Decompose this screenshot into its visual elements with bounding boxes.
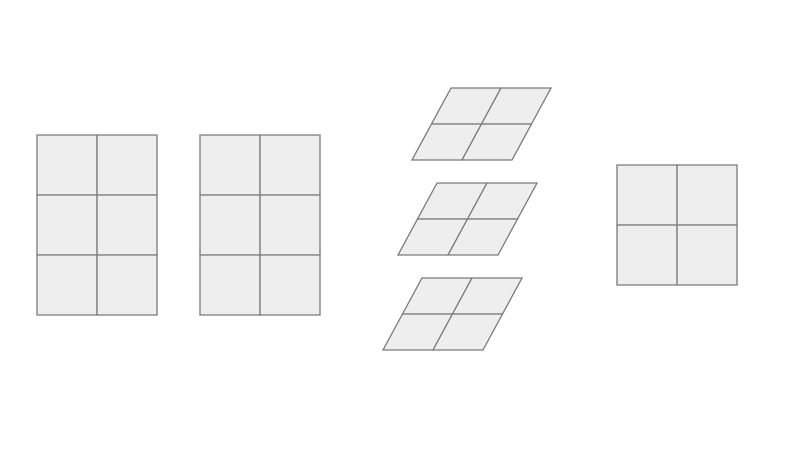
square-grid-figure [616,164,738,286]
slanted-1-figure [410,87,553,161]
grid-a-cell [36,254,98,316]
grid-a-cell [96,254,158,316]
grid-a-figure [36,134,158,316]
grid-b-cell [259,134,321,196]
slanted-2-cell [446,218,519,256]
slanted-3-figure [381,277,524,351]
grid-a-cell [36,194,98,256]
grid-b-cell [259,254,321,316]
grid-b-cell [199,254,261,316]
grid-b-cell [199,194,261,256]
grid-a-cell [36,134,98,196]
grid-b-cell [259,194,321,256]
slanted-3-cell [431,313,504,351]
square-grid-cell [616,164,678,226]
square-grid-cell [616,224,678,286]
grid-a-cell [96,134,158,196]
grid-b-cell [199,134,261,196]
square-grid-cell [676,224,738,286]
square-grid-cell [676,164,738,226]
slanted-1-cell [460,123,533,161]
slanted-2-figure [396,182,539,256]
grid-b-figure [199,134,321,316]
grid-a-cell [96,194,158,256]
